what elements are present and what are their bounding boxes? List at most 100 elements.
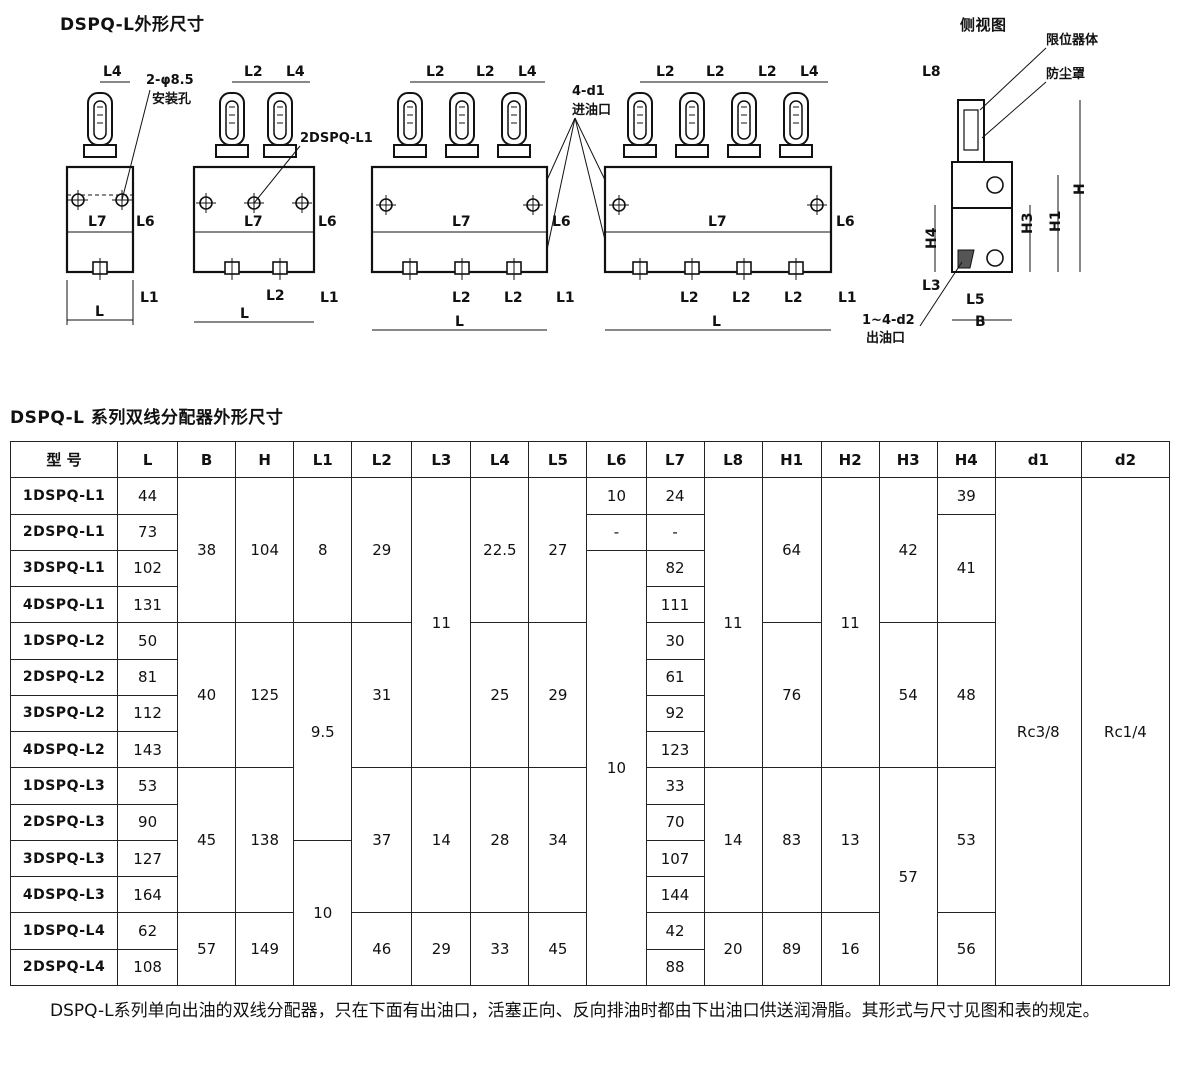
L-cell: 44 xyxy=(117,477,179,515)
dim-L2-3a: L2 xyxy=(476,64,495,80)
dim-L3: L3 xyxy=(922,278,941,294)
L8-cell: 14 xyxy=(703,767,763,914)
dim-L7-2: L7 xyxy=(244,214,263,230)
H4-cell: 39 xyxy=(936,477,996,515)
H-cell: 125 xyxy=(235,622,295,769)
header-L2: L2 xyxy=(351,440,413,479)
table-row: 1DSPQ-L4 62 57 149 46 29 33 45 42 20 89 … xyxy=(9,912,1170,986)
L4-cell: 25 xyxy=(470,622,530,769)
L-cell: 131 xyxy=(117,586,179,624)
L7-cell: 24 xyxy=(645,477,705,515)
model-cell: 3DSPQ-L1 xyxy=(9,549,119,588)
header-L3: L3 xyxy=(411,440,472,479)
L7-cell: 82 xyxy=(645,549,705,588)
table-title: DSPQ-L 系列双线分配器外形尺寸 xyxy=(10,408,284,428)
dim-L2-3c: L2 xyxy=(504,290,523,306)
L5-cell: 27 xyxy=(528,477,588,624)
model-cell: 1DSPQ-L3 xyxy=(9,767,119,805)
table-row: 2DSPQ-L2 81 61 xyxy=(9,658,1170,696)
dim-L8: L8 xyxy=(922,64,941,80)
dim-L2-4d: L2 xyxy=(680,290,699,306)
dim-L1-4: L1 xyxy=(838,290,857,306)
header-L6: L6 xyxy=(586,440,647,479)
model-cell: 4DSPQ-L1 xyxy=(9,586,119,624)
table-row: 1DSPQ-L1 44 38 104 8 29 11 22.5 27 10 24… xyxy=(9,477,1171,986)
table-row: 1DSPQ-L3 53 45 138 37 14 28 34 33 14 83 … xyxy=(9,767,1170,986)
dim-L2-4e: L2 xyxy=(732,290,751,306)
header-d1: d1 xyxy=(994,440,1082,479)
H3-cell: 42 xyxy=(878,477,938,624)
dim-L4-2: L4 xyxy=(286,64,305,80)
L7-cell: 107 xyxy=(645,839,705,878)
inlet-count: 4-d1 xyxy=(572,84,605,99)
H1-cell: 83 xyxy=(761,767,822,914)
table-row: 4DSPQ-L3 164 144 xyxy=(9,876,1170,914)
dim-L2-4f: L2 xyxy=(784,290,803,306)
L4-cell: 22.5 xyxy=(470,477,530,624)
dim-L2-3: L2 xyxy=(426,64,445,80)
header-L8: L8 xyxy=(703,440,763,479)
L3-cell: 14 xyxy=(411,767,472,914)
H1-cell: 64 xyxy=(761,477,822,624)
dim-L-2: L xyxy=(240,306,249,322)
model-cell: 4DSPQ-L3 xyxy=(9,876,119,914)
L7-cell: 111 xyxy=(645,586,705,624)
table-row: 2DSPQ-L1 73 - - 41 xyxy=(9,513,1170,624)
header-L5: L5 xyxy=(528,440,588,479)
L1-cell: 8 xyxy=(293,477,353,624)
L-cell: 127 xyxy=(117,839,179,878)
B-cell: 57 xyxy=(177,912,237,986)
dim-H3: H3 xyxy=(1020,213,1036,234)
dim-H: H xyxy=(1072,183,1088,195)
outline-drawing: L L7 L6 L1 L4 2-φ8.5 安装孔 L L7 L6 L2 L1 L… xyxy=(65,32,1099,346)
header-d2: d2 xyxy=(1080,440,1171,479)
header-L4: L4 xyxy=(470,440,530,479)
H1-cell: 89 xyxy=(761,912,822,986)
L7-cell: 42 xyxy=(645,912,705,950)
L4-cell: 28 xyxy=(470,767,530,914)
table-row: 1DSPQ-L2 50 40 125 9.5 31 25 29 30 76 54… xyxy=(9,622,1170,841)
L1-cell: 10 xyxy=(293,839,353,987)
dim-L2-2: L2 xyxy=(244,64,263,80)
dim-L4-1: L4 xyxy=(103,64,122,80)
dim-L-3: L xyxy=(455,314,464,330)
table-row: 4DSPQ-L2 143 123 xyxy=(9,731,1170,769)
H2-cell: 13 xyxy=(820,767,880,914)
L7-cell: 88 xyxy=(645,948,705,987)
header-H3: H3 xyxy=(878,440,938,479)
dim-B: B xyxy=(975,314,986,330)
H-cell: 104 xyxy=(235,477,295,624)
header-L1: L1 xyxy=(293,440,353,479)
model-cell: 4DSPQ-L2 xyxy=(9,731,119,769)
dim-L7-3: L7 xyxy=(452,214,471,230)
dim-L2-2b: L2 xyxy=(266,288,285,304)
L-cell: 90 xyxy=(117,803,179,841)
header-H4: H4 xyxy=(936,440,996,479)
dust-cover-label: 防尘罩 xyxy=(1046,66,1085,82)
dim-L2-3b: L2 xyxy=(452,290,471,306)
model-cell: 2DSPQ-L3 xyxy=(9,803,119,841)
dim-L1-3: L1 xyxy=(556,290,575,306)
spec-table: 型 号 L B H L1 L2 L3 L4 L5 L6 L7 L8 H1 H2 … xyxy=(9,440,1171,987)
B-cell: 45 xyxy=(177,767,237,914)
L-cell: 62 xyxy=(117,912,179,950)
header-L: L xyxy=(117,440,179,479)
dim-L1-1: L1 xyxy=(140,290,159,306)
H-cell: 149 xyxy=(235,912,295,986)
H2-cell: 11 xyxy=(820,477,880,769)
L7-cell: 123 xyxy=(645,731,705,769)
dim-L-4: L xyxy=(712,314,721,330)
H2-cell: 16 xyxy=(820,912,880,986)
L-cell: 102 xyxy=(117,549,179,588)
view-2dspq: L L7 L6 L2 L1 L2 L4 2DSPQ-L1 xyxy=(192,64,373,323)
header-H1: H1 xyxy=(761,440,822,479)
model-cell: 2DSPQ-L1 xyxy=(9,513,119,551)
L7-cell: 70 xyxy=(645,803,705,841)
dim-L2-4a: L2 xyxy=(656,64,675,80)
table-row: 2DSPQ-L4 108 88 xyxy=(9,948,1170,987)
mount-holes-text: 安装孔 xyxy=(152,91,191,107)
H1-cell: 76 xyxy=(761,622,822,769)
model-cell: 3DSPQ-L2 xyxy=(9,694,119,733)
L2-cell: 37 xyxy=(351,767,413,914)
dim-L6-2: L6 xyxy=(318,214,337,230)
